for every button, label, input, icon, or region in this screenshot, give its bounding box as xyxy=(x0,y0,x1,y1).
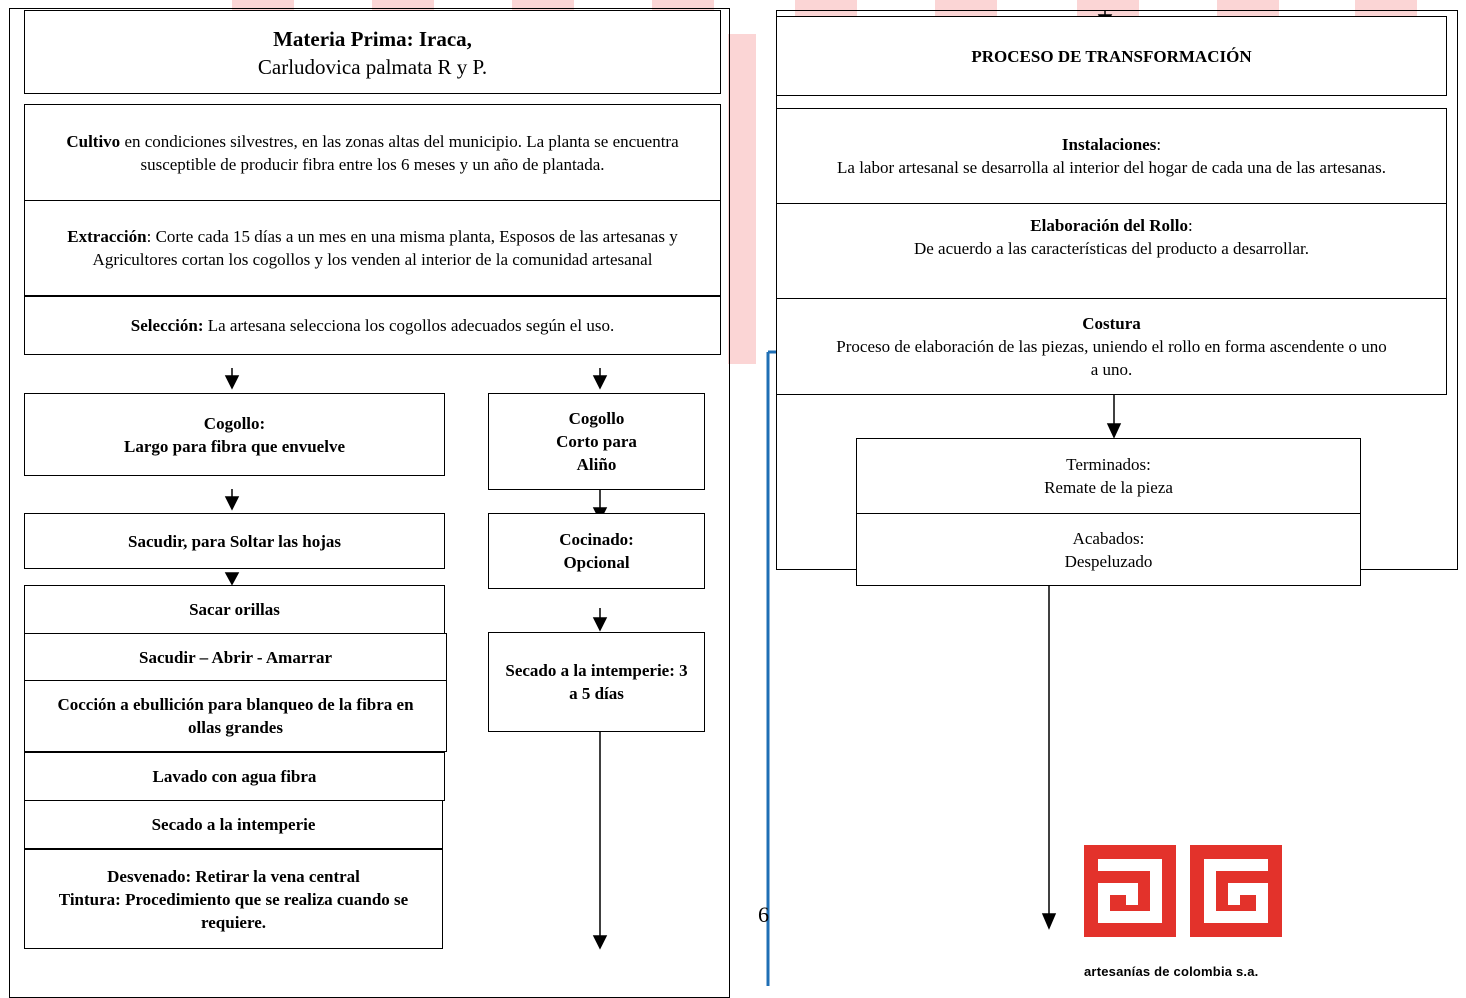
materia-prima-subtitle: Carludovica palmata R y P. xyxy=(257,55,488,79)
cogollo-corto-box: Cogollo Corto para Aliño xyxy=(488,393,705,490)
cogollo-largo-title: Cogollo: xyxy=(203,413,266,433)
secado-box: Secado a la intemperie xyxy=(24,800,443,849)
coccion-box: Cocción a ebullición para blanqueo de la… xyxy=(24,680,447,752)
secado-corto-box: Secado a la intemperie: 3 a 5 días xyxy=(488,632,705,732)
cogollo-largo-box: Cogollo: Largo para fibra que envuelve xyxy=(24,393,445,476)
terminados-box: Terminados: Remate de la pieza xyxy=(856,438,1361,514)
coccion-text: Cocción a ebullición para blanqueo de la… xyxy=(57,695,414,737)
acabados-box: Acabados: Despeluzado xyxy=(856,513,1361,586)
cogollo-corto-line2: Corto para xyxy=(556,432,637,451)
acabados-title: Acabados: xyxy=(1072,528,1145,548)
seleccion-box: Selección: La artesana selecciona los co… xyxy=(24,296,721,355)
rollo-text: De acuerdo a las características del pro… xyxy=(913,239,1310,258)
secado-text: Secado a la intemperie xyxy=(151,815,316,834)
lavado-text: Lavado con agua fibra xyxy=(152,767,317,786)
cogollo-corto-line3: Aliño xyxy=(576,455,617,474)
watermark-stripe xyxy=(728,34,756,364)
rollo-heading: Elaboración del Rollo: xyxy=(1030,216,1193,235)
proceso-title-box: PROCESO DE TRANSFORMACIÓN xyxy=(776,16,1447,96)
sacar-orillas-text: Sacar orillas xyxy=(189,600,280,619)
materia-prima-box: Materia Prima: Iraca, Carludovica palmat… xyxy=(24,10,721,94)
tintura-text: Tintura: Procedimiento que se realiza cu… xyxy=(58,889,409,932)
terminados-text: Remate de la pieza xyxy=(1044,478,1173,497)
costura-text: Proceso de elaboración de las piezas, un… xyxy=(836,337,1387,379)
sacudir-text: Sacudir, para Soltar las hojas xyxy=(127,531,341,551)
costura-box: Costura Proceso de elaboración de las pi… xyxy=(776,298,1447,395)
logo-mark-icon xyxy=(1084,845,1282,937)
cocinado-title: Cocinado: xyxy=(559,530,634,549)
sacudir-abrir-box: Sacudir – Abrir - Amarrar xyxy=(24,633,447,681)
desvenado-box: Desvenado: Retirar la vena central Tintu… xyxy=(24,849,443,949)
lavado-box: Lavado con agua fibra xyxy=(24,752,445,801)
cogollo-largo-text: Largo para fibra que envuelve xyxy=(124,436,345,456)
costura-heading: Costura xyxy=(1082,314,1141,333)
desvenado-text: Desvenado: Retirar la vena central xyxy=(107,866,360,886)
acabados-text: Despeluzado xyxy=(1064,551,1153,571)
artesanias-logo: artesanías de colombia s.a. xyxy=(1084,845,1284,979)
sacudir-abrir-text: Sacudir – Abrir - Amarrar xyxy=(139,647,332,667)
cocinado-box: Cocinado: Opcional xyxy=(488,513,705,589)
extraccion-box: Extracción: Corte cada 15 días a un mes … xyxy=(24,200,721,296)
cultivo-box: Cultivo en condiciones silvestres, en la… xyxy=(24,104,721,201)
instalaciones-box: Instalaciones: La labor artesanal se des… xyxy=(776,108,1447,204)
terminados-title: Terminados: xyxy=(1066,455,1151,474)
page-number: 6 xyxy=(758,902,769,927)
cogollo-corto-line1: Cogollo xyxy=(568,409,625,428)
materia-prima-title: Materia Prima: Iraca, xyxy=(273,27,472,51)
cocinado-text: Opcional xyxy=(563,553,630,572)
secado-corto-text: Secado a la intemperie: 3 a 5 días xyxy=(505,661,688,703)
proceso-title: PROCESO DE TRANSFORMACIÓN xyxy=(971,46,1252,66)
cultivo-text: Cultivo en condiciones silvestres, en la… xyxy=(66,131,679,174)
rollo-box: Elaboración del Rollo: De acuerdo a las … xyxy=(776,203,1447,299)
logo-text: artesanías de colombia s.a. xyxy=(1084,964,1259,979)
instalaciones-text: La labor artesanal se desarrolla al inte… xyxy=(837,158,1386,177)
sacudir-box: Sacudir, para Soltar las hojas xyxy=(24,513,445,569)
seleccion-text: Selección: La artesana selecciona los co… xyxy=(130,316,615,335)
instalaciones-heading: Instalaciones: xyxy=(1061,135,1162,154)
sacar-orillas-box: Sacar orillas xyxy=(24,585,445,634)
extraccion-text: Extracción: Corte cada 15 días a un mes … xyxy=(67,227,678,269)
